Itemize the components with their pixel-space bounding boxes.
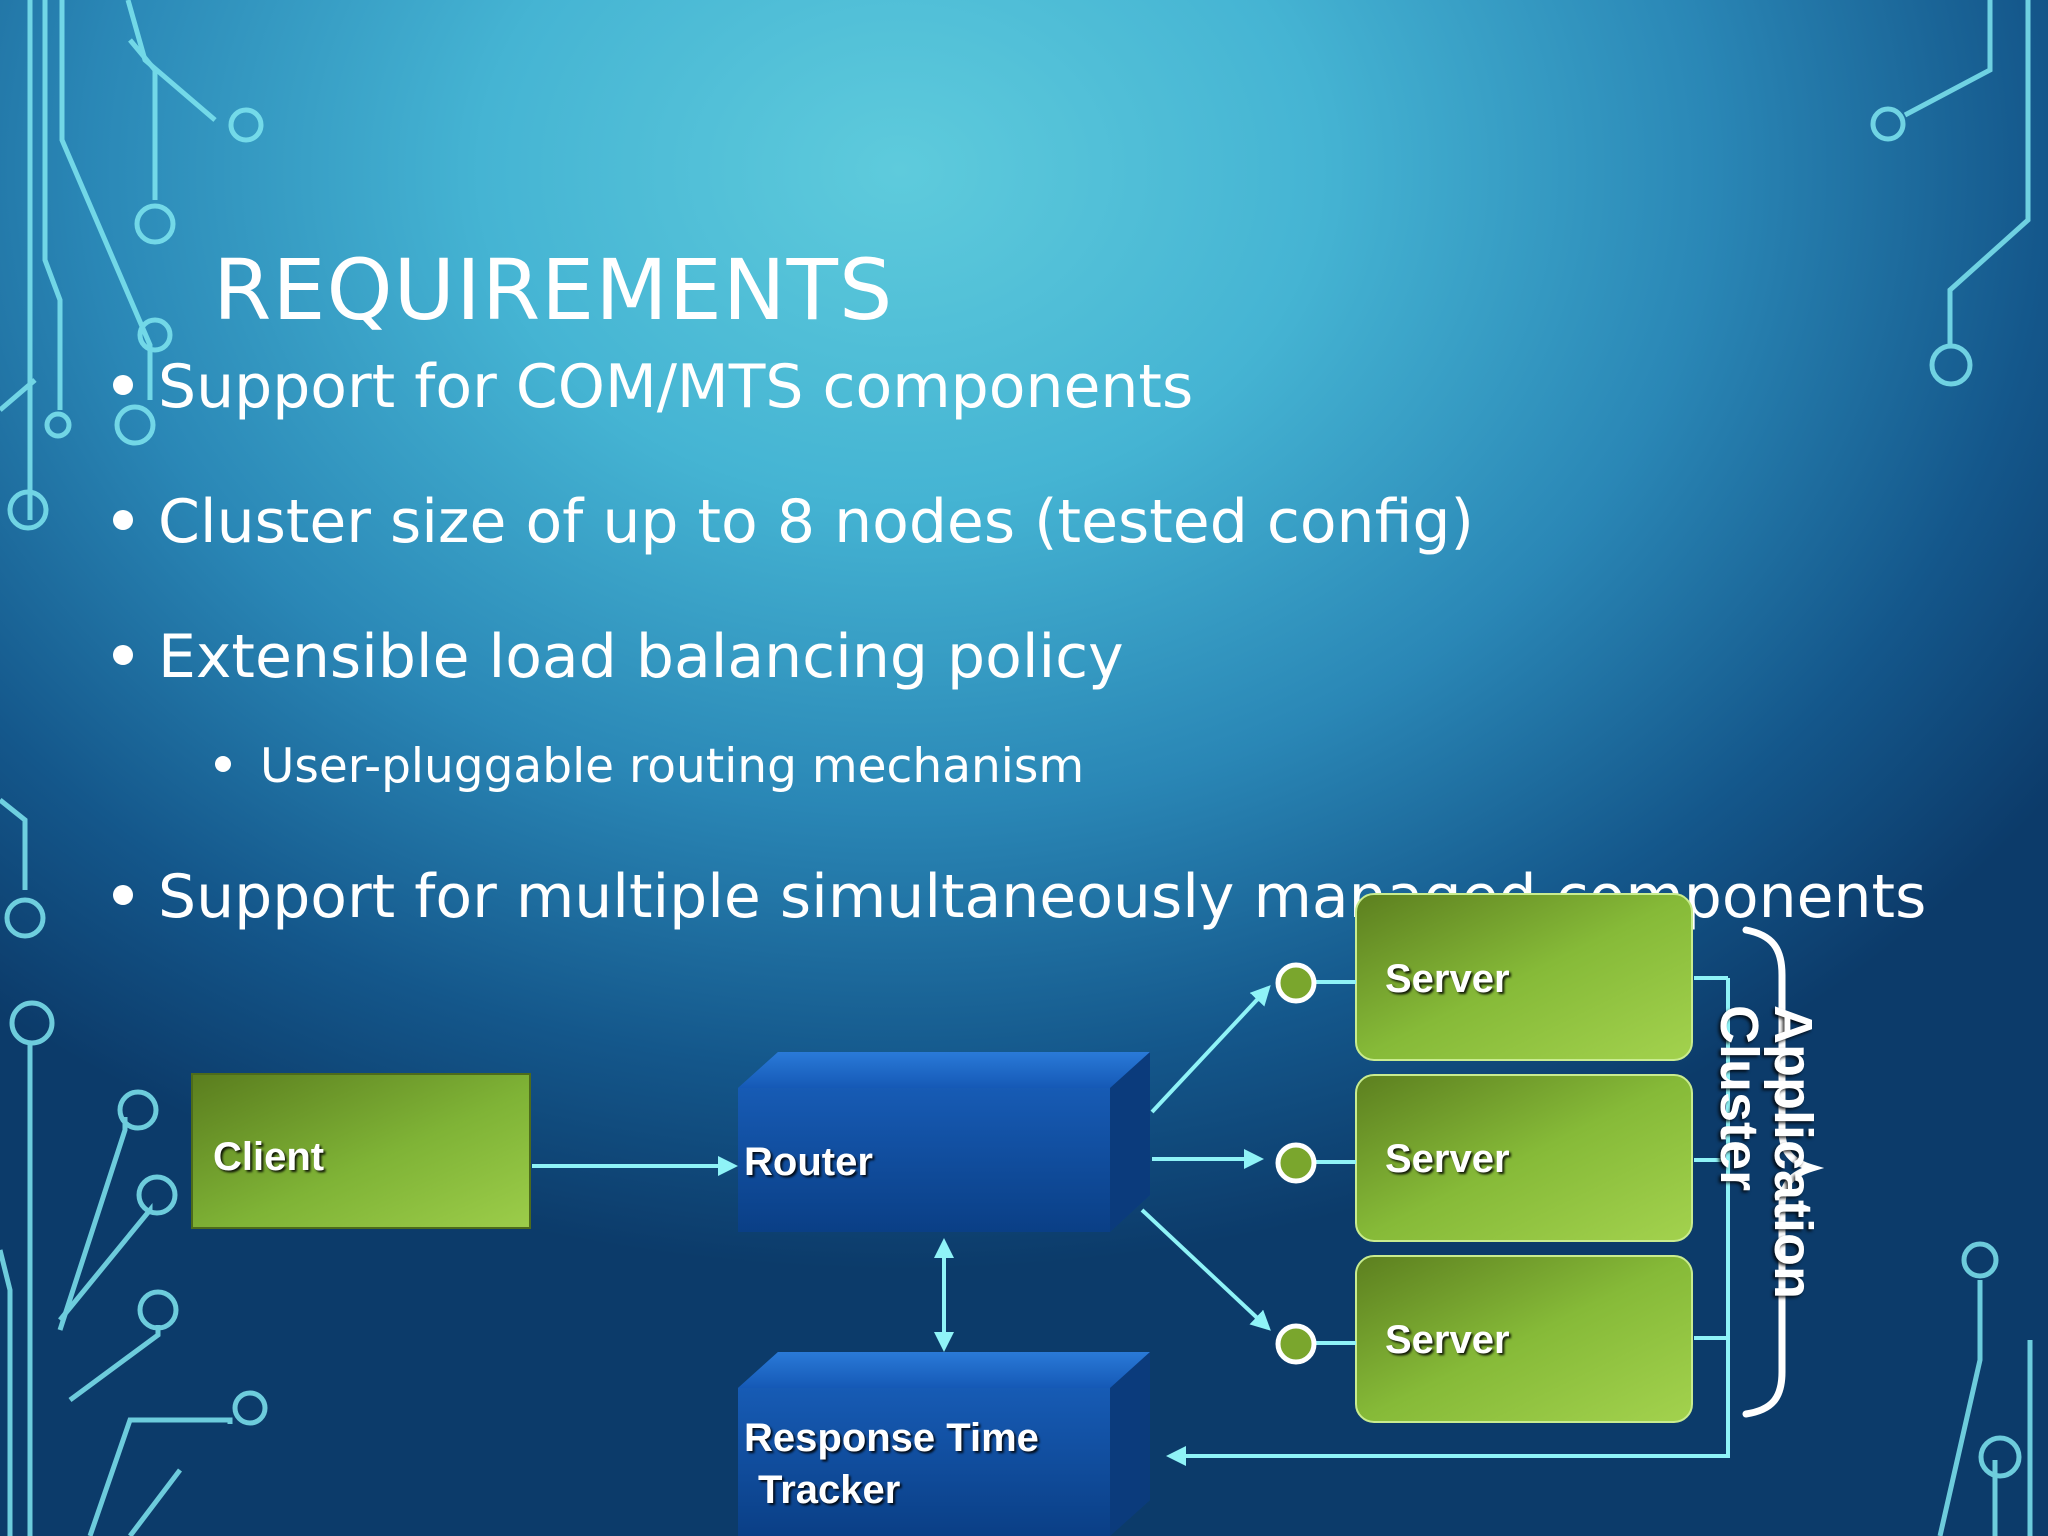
cluster-label-line1: Application — [1763, 1005, 1823, 1299]
server-label-3: Server — [1385, 1318, 1510, 1362]
slide-title: REQUIREMENTS — [213, 241, 894, 339]
bullet-cluster-size: Cluster size of up to 8 nodes (tested co… — [113, 492, 1474, 552]
tracker-box — [738, 1352, 1150, 1536]
cluster-feedback-line — [1170, 976, 1730, 1456]
server-box-1 — [1355, 893, 1693, 1061]
server-label-2: Server — [1385, 1137, 1510, 1181]
server2-interface-icon — [1275, 1142, 1317, 1184]
server1-interface-icon — [1275, 962, 1317, 1004]
bullet-text: Extensible load balancing policy — [158, 622, 1124, 692]
router-box — [738, 1052, 1150, 1232]
router-to-server1-arrow — [1150, 985, 1271, 1114]
sub-bullet-routing: User-pluggable routing mechanism — [215, 743, 1084, 790]
application-cluster-label: Application Cluster — [1709, 1005, 1823, 1299]
bullet-dot-icon — [113, 510, 133, 530]
server3-interface-icon — [1275, 1323, 1317, 1365]
server-label-1: Server — [1385, 957, 1510, 1001]
server-box-3 — [1355, 1255, 1693, 1423]
bullet-text: Cluster size of up to 8 nodes (tested co… — [158, 487, 1474, 557]
cluster-brace-icon — [1742, 926, 1825, 1418]
router-to-server3-arrow — [1140, 1208, 1271, 1331]
cluster-label-line2: Cluster — [1709, 1005, 1769, 1192]
client-label: Client — [213, 1135, 325, 1179]
tracker-label-line2: Tracker — [758, 1468, 901, 1512]
bullet-dot-icon — [113, 645, 133, 665]
bullet-text: Support for COM/MTS components — [158, 352, 1194, 422]
bullet-load-balancing: Extensible load balancing policy — [113, 627, 1124, 687]
bullet-text: User-pluggable routing mechanism — [260, 739, 1085, 794]
client-box — [191, 1073, 531, 1229]
router-label: Router — [744, 1140, 873, 1184]
bullet-dot-icon — [215, 756, 231, 772]
bullet-dot-icon — [113, 375, 133, 395]
server-box-2 — [1355, 1074, 1693, 1242]
tracker-label: Response Time Tracker — [744, 1412, 1039, 1516]
bullet-dot-icon — [113, 885, 133, 905]
tracker-label-line1: Response Time — [744, 1416, 1039, 1460]
bullet-com-mts-support: Support for COM/MTS components — [113, 357, 1193, 417]
